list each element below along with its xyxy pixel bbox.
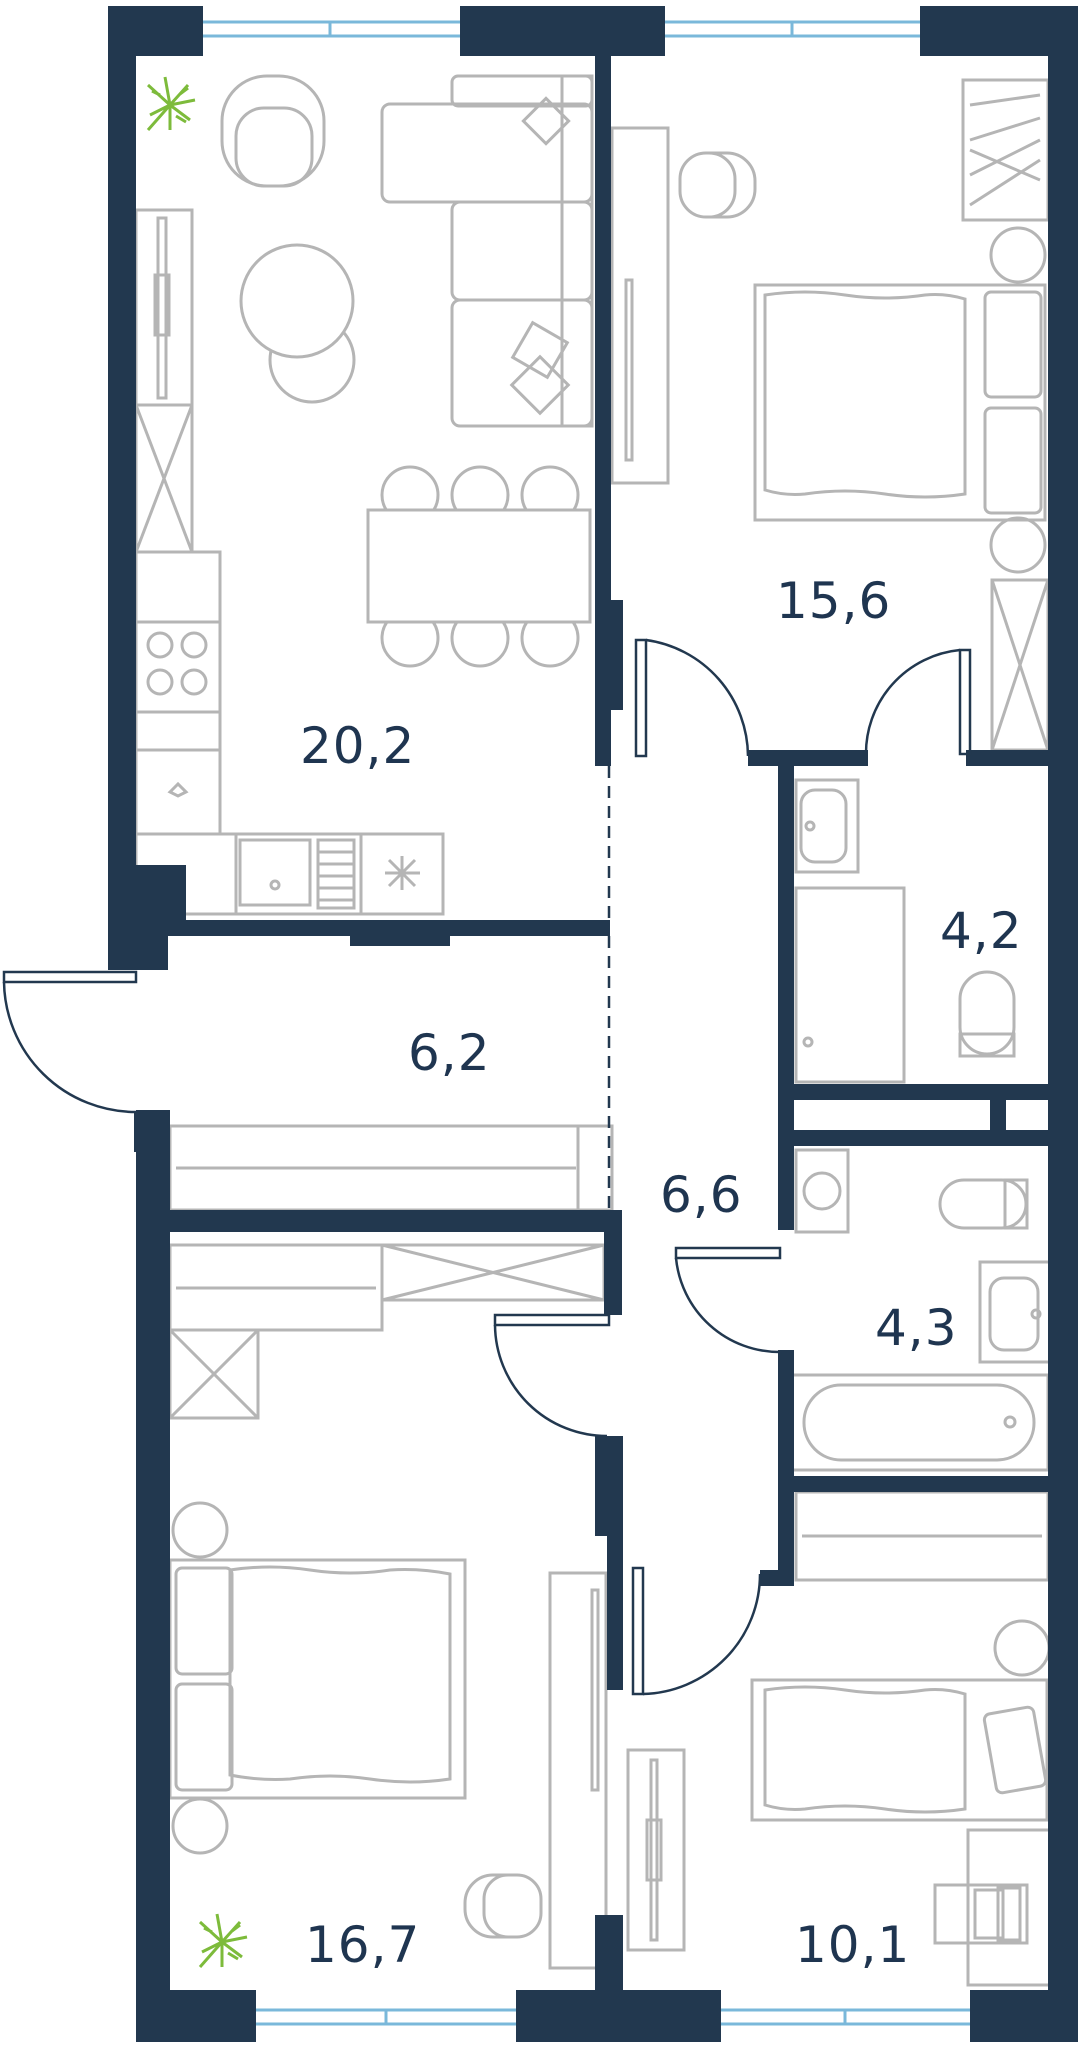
shower-icon: [794, 886, 906, 1084]
area-bedroom-top: 15,6: [776, 572, 891, 630]
door-bedroom-bottom-left-icon: [493, 1313, 611, 1438]
furniture: [134, 74, 1052, 1987]
desk-icon: [933, 1828, 1052, 1987]
washer-icon: [794, 1148, 850, 1234]
door-bathroom-icon: [674, 1246, 782, 1354]
area-bedroom-bottom-right: 10,1: [795, 1916, 910, 1974]
plant-icon: [146, 76, 196, 131]
kitchen-unit-icon: [134, 208, 445, 916]
wardrobe-icon: [610, 126, 670, 485]
bed-bottom-left-icon: [168, 1501, 467, 1855]
sink-icon: [794, 778, 860, 874]
windows: [198, 20, 975, 2026]
area-bathroom-top: 4,2: [940, 902, 1023, 960]
armchair-icon: [220, 74, 326, 188]
door-bedroom-top-icon: [864, 648, 972, 757]
toilet-icon-2: [938, 1178, 1029, 1230]
entrance-door-icon: [2, 970, 138, 1114]
wardrobe-right-icon: [626, 1748, 686, 1952]
area-labels: 20,2 15,6 4,2 6,2 6,6 4,3 16,7 10,1: [300, 572, 1023, 1974]
chair-bottom-icon: [463, 1873, 543, 1939]
bathtub-icon: [788, 1373, 1050, 1472]
walls: [108, 6, 1078, 2042]
toilet-icon: [958, 970, 1016, 1058]
bed-icon: [753, 226, 1047, 574]
hall-wardrobe-icon: [168, 1124, 614, 1212]
area-living-kitchen: 20,2: [300, 717, 415, 775]
washbasin-icon: [978, 1260, 1052, 1364]
area-bedroom-bottom-left: 16,7: [305, 1916, 420, 1974]
area-bathroom-bottom: 4,3: [875, 1299, 958, 1357]
wardrobe-bottom-icon: [168, 1243, 606, 1420]
round-table-icon: [239, 243, 356, 404]
area-corridor: 6,6: [660, 1166, 743, 1224]
area-entrance-hall: 6,2: [408, 1024, 491, 1082]
sofa-icon: [380, 74, 594, 428]
door-living-hall-icon: [634, 638, 750, 758]
cabinet-icon: [990, 578, 1050, 752]
dining-table-icon: [366, 465, 592, 668]
shelf-icon: [961, 78, 1050, 222]
hall-wardrobe-right-icon: [794, 1490, 1050, 1582]
plant-bottom-icon: [198, 1913, 248, 1968]
wardrobe-left-icon: [548, 1571, 608, 1970]
door-bedroom-bottom-right-icon: [631, 1566, 762, 1696]
bed-bottom-right-icon: [750, 1619, 1051, 1822]
doors: [2, 638, 972, 1696]
chair-icon: [678, 151, 757, 219]
